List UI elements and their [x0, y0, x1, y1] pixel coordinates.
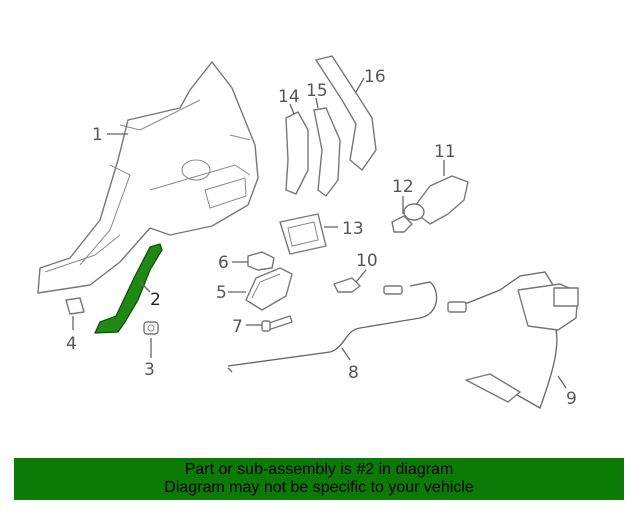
callout-12: 12: [392, 177, 414, 197]
callout-13: 13: [342, 219, 364, 239]
bracket-part-15[interactable]: [313, 107, 341, 197]
callout-1: 1: [92, 125, 103, 145]
callout-15: 15: [306, 81, 328, 101]
callout-4: 4: [66, 334, 77, 354]
bolt-part-3[interactable]: [143, 321, 159, 335]
callout-5: 5: [216, 283, 227, 303]
callout-14: 14: [278, 87, 300, 107]
callout-10: 10: [356, 251, 378, 271]
hinge-part-6[interactable]: [247, 251, 275, 271]
actuator-part-11[interactable]: [403, 175, 469, 225]
clip-part-4[interactable]: [65, 297, 85, 315]
leader-lines: [72, 77, 567, 389]
callout-11: 11: [434, 142, 456, 162]
bracket-part-14[interactable]: [285, 111, 309, 195]
callout-9: 9: [566, 389, 577, 409]
banner-line-disclaimer: Diagram may not be specific to your vehi…: [164, 479, 474, 496]
connector-part-10[interactable]: [333, 277, 361, 293]
callout-16: 16: [364, 67, 386, 87]
info-banner: Part or sub-assembly is #2 in diagram Di…: [14, 458, 624, 500]
grommet-part-12[interactable]: [391, 215, 413, 233]
fuel-door-part-5[interactable]: [245, 267, 293, 311]
bracket-part-16[interactable]: [315, 55, 377, 171]
banner-line-part: Part or sub-assembly is #2 in diagram: [184, 461, 454, 478]
screw-part-7[interactable]: [261, 315, 293, 332]
callout-7: 7: [232, 317, 243, 337]
callout-2: 2: [150, 290, 161, 310]
callout-3: 3: [144, 360, 155, 380]
liner-strip-part-2[interactable]: [94, 243, 163, 334]
lock-actuator-part-9[interactable]: [447, 271, 579, 409]
quarter-panel-part-1[interactable]: [37, 61, 259, 294]
callout-6: 6: [218, 253, 229, 273]
callout-8: 8: [348, 363, 359, 383]
parts-diagram: 1 2 3 4 5 6 7 8 9 10 11 12 13 14 15 16: [37, 55, 579, 409]
fuel-housing-part-13[interactable]: [279, 213, 327, 255]
release-cable-part-8[interactable]: [227, 281, 438, 373]
